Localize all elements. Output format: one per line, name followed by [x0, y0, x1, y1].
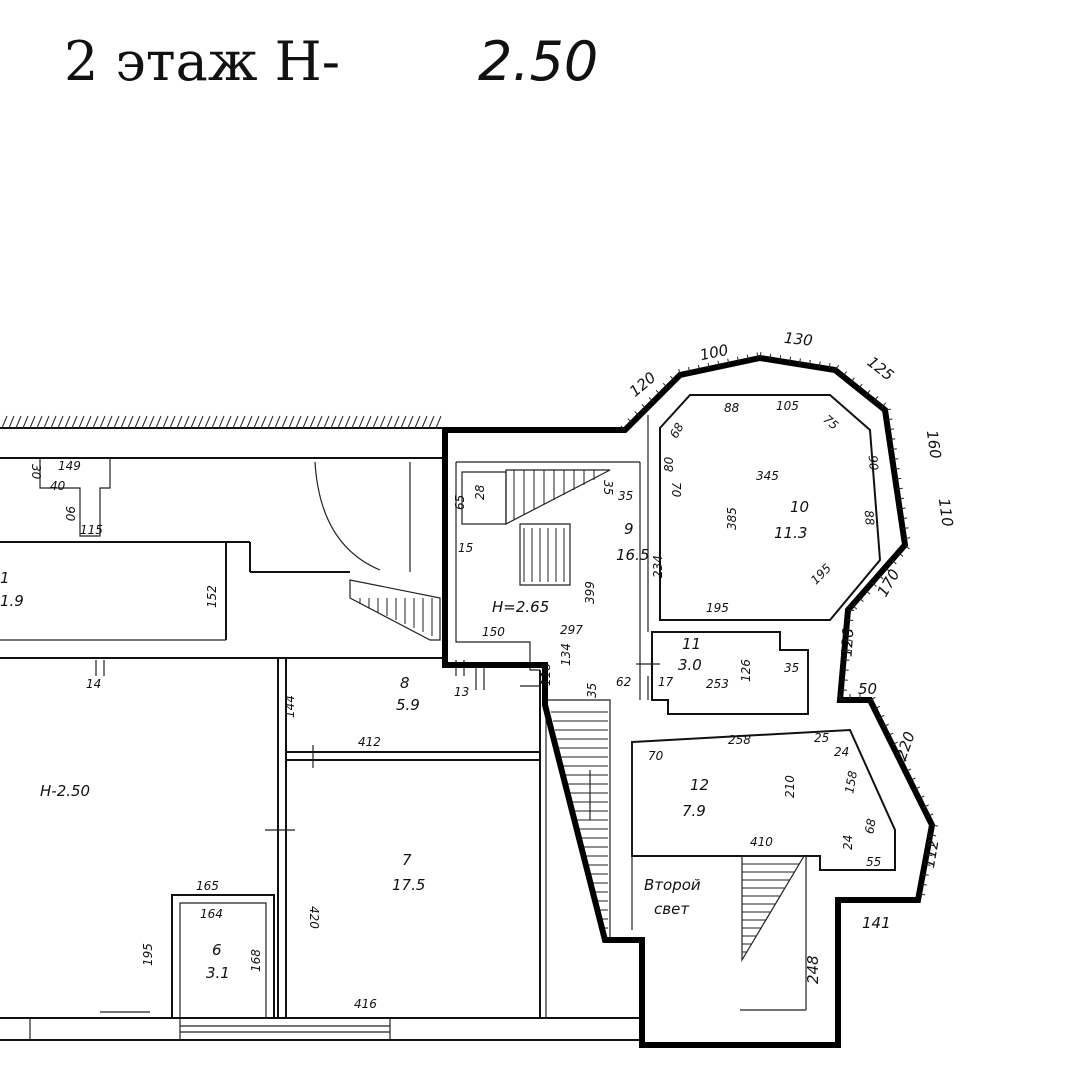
- room-8-number: 8: [400, 674, 410, 692]
- dim-left: 164: [200, 907, 223, 921]
- dim-r9: 35: [601, 480, 615, 495]
- dim-r9: 150: [482, 625, 505, 639]
- dim-left: 416: [354, 997, 377, 1011]
- dim-r11: 253: [706, 677, 729, 691]
- room-9-number: 9: [624, 520, 634, 538]
- room-1-area: 1.9: [0, 592, 24, 610]
- floor-height: 2.50: [478, 30, 598, 93]
- apartment-outline: [442, 354, 936, 1048]
- dim-left: 115: [80, 523, 103, 537]
- dim-outer: 170: [874, 566, 904, 600]
- dim-r12: 68: [862, 817, 879, 835]
- dim-left: 40: [50, 479, 66, 493]
- dim-left: 30: [29, 464, 43, 480]
- dim-r12: 158: [842, 769, 860, 794]
- room-9-height: Н=2.65: [492, 598, 549, 616]
- room-7-number: 7: [402, 851, 412, 869]
- dim-left: 90: [63, 506, 77, 522]
- room-12-area: 7.9: [682, 802, 706, 820]
- dim-r10: 195: [706, 601, 729, 615]
- dim-outer: 112: [920, 838, 943, 869]
- room-12-number: 12: [690, 776, 709, 794]
- dim-r9: 35: [618, 489, 633, 503]
- room-6-number: 6: [212, 941, 222, 959]
- dim-outer: 160: [923, 429, 945, 460]
- room-6-area: 3.1: [206, 964, 230, 982]
- dim-r10: 68: [667, 420, 687, 441]
- roof-edge-hatch: [0, 415, 442, 429]
- dim-left: 14: [86, 677, 101, 691]
- dim-r9: 15: [458, 541, 473, 555]
- dim-left: 412: [358, 735, 381, 749]
- dim-r12: 258: [728, 733, 751, 747]
- dim-left: 144: [283, 695, 297, 718]
- dim-r9: 234: [651, 555, 665, 578]
- room-11-number: 11: [682, 635, 701, 653]
- room-labels: 1 1.9 Н-2.50 6 3.1 7 17.5 8 5.9 9 16.5 Н…: [0, 498, 809, 982]
- dim-r11: 62: [616, 675, 631, 689]
- dim-r11: 118: [539, 663, 553, 686]
- dim-r9: 65: [453, 495, 467, 510]
- dim-r11: 35: [784, 661, 799, 675]
- dim-left: 195: [141, 943, 155, 966]
- floor-title: 2 этаж Н-: [64, 30, 340, 93]
- room-hall-height: Н-2.50: [40, 782, 90, 800]
- dim-r12: 70: [648, 749, 664, 763]
- room-9-area: 16.5: [616, 546, 649, 564]
- room-7-area: 17.5: [392, 876, 425, 894]
- dim-outer: 248: [804, 955, 822, 984]
- dim-outer: 130: [783, 329, 813, 350]
- dim-r10: 195: [808, 561, 834, 587]
- dim-outer: 50: [858, 680, 877, 698]
- dim-r10: 70: [669, 482, 683, 498]
- dim-outer: 110: [935, 497, 957, 528]
- outline-ticks: [620, 352, 938, 896]
- dim-r11: 126: [739, 659, 753, 682]
- dim-r9: 297: [560, 623, 583, 637]
- dim-r12: 410: [750, 835, 773, 849]
- dim-left: 149: [58, 459, 81, 473]
- dim-left: 168: [249, 949, 263, 972]
- dim-left: 13: [454, 685, 469, 699]
- dim-r12: 25: [814, 731, 829, 745]
- dim-r10: 75: [820, 412, 841, 433]
- dim-outer: 126: [838, 628, 858, 658]
- dim-r9: 399: [583, 581, 597, 604]
- left-walls: [0, 457, 640, 1041]
- dim-r10: 90: [866, 455, 881, 472]
- dim-outer: 100: [698, 341, 730, 365]
- dim-r12: 55: [866, 855, 881, 869]
- dim-left: 165: [196, 879, 219, 893]
- room-8-area: 5.9: [396, 696, 420, 714]
- stair-left: [349, 579, 441, 641]
- dim-r10: 345: [756, 469, 779, 483]
- dim-r11: 17: [658, 675, 674, 689]
- dim-r11: 134: [559, 643, 573, 666]
- room-11-area: 3.0: [678, 656, 702, 674]
- dim-r9: 28: [473, 484, 487, 500]
- right-walls: [455, 394, 896, 1011]
- dim-outer: 120: [626, 368, 660, 400]
- room-10-area: 11.3: [774, 524, 807, 542]
- second-light-line2: свет: [654, 900, 690, 918]
- dim-left: 152: [205, 585, 219, 608]
- room-1-number: 1: [0, 569, 10, 587]
- dim-r10: 385: [725, 507, 739, 530]
- dim-outer: 141: [862, 914, 891, 932]
- dim-r10: 105: [776, 399, 799, 413]
- room-10-number: 10: [790, 498, 809, 516]
- dim-r12: 210: [783, 775, 797, 798]
- dim-r11: 35: [585, 683, 599, 698]
- dim-r12: 24: [841, 835, 855, 850]
- second-light-line1: Второй: [644, 876, 701, 894]
- dim-r10: 88: [724, 401, 740, 415]
- dim-r10: 88: [862, 510, 877, 527]
- dim-left: 420: [307, 906, 321, 929]
- dim-r10: 80: [662, 456, 676, 472]
- dim-r12: 24: [834, 745, 849, 759]
- dim-outer: 125: [864, 353, 898, 385]
- dim-outer: 220: [892, 729, 919, 762]
